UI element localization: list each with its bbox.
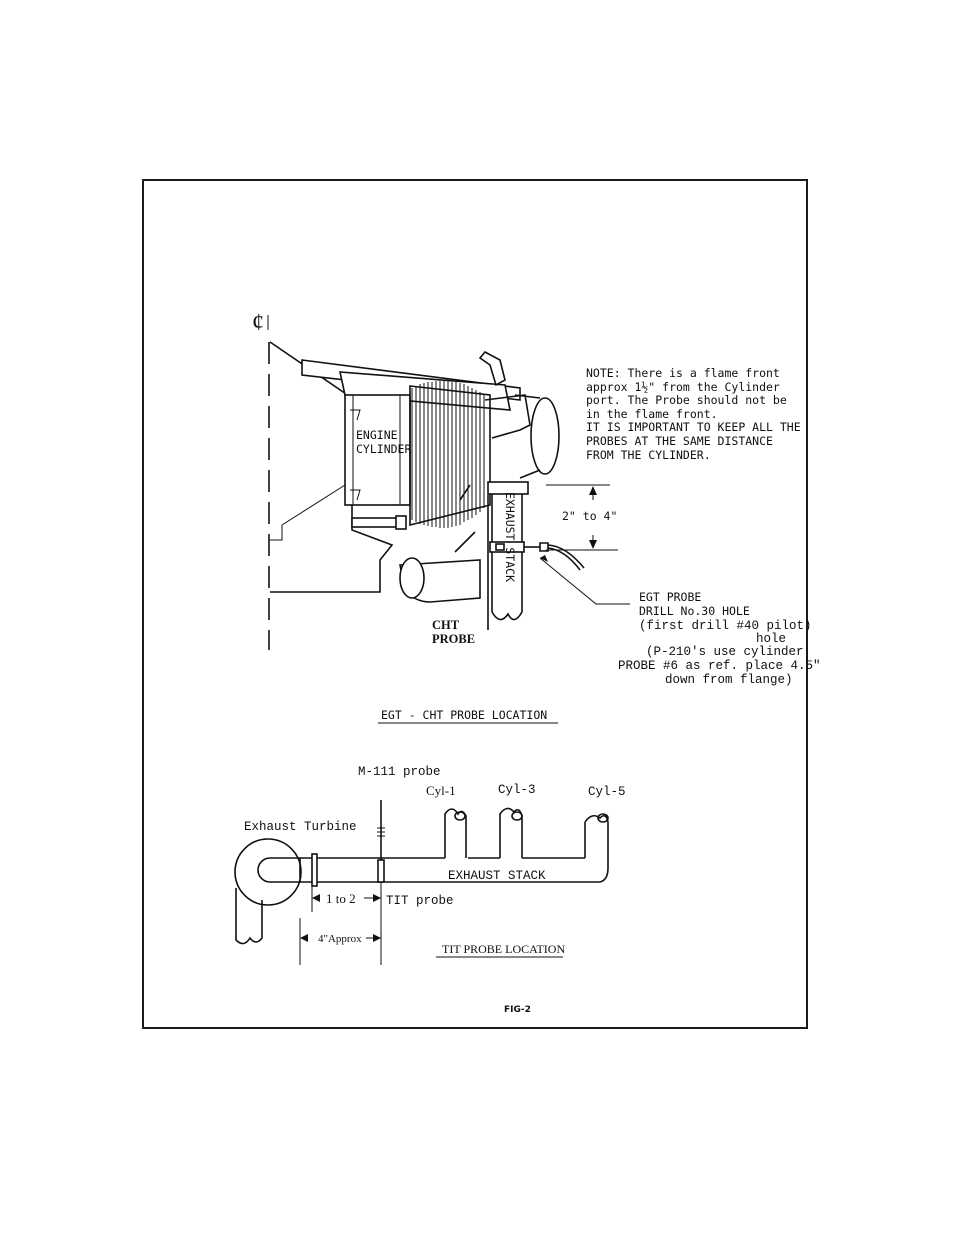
dim-small-label: 1 to 2 xyxy=(326,891,356,906)
exhaust-stack-label: EXHAUST STACK xyxy=(503,492,517,582)
note-line-4: in the flame front. xyxy=(586,407,718,421)
cyl-5-label: Cyl-5 xyxy=(588,785,626,799)
engine-label: ENGINE CYLINDER xyxy=(356,428,411,456)
engine-drawing: ¢ xyxy=(252,310,560,650)
egt-line-1: EGT PROBE xyxy=(639,590,701,604)
figure-label: FIG-2 xyxy=(504,1005,531,1015)
egt-line-7: down from flange) xyxy=(665,673,793,687)
figure-frame xyxy=(142,179,808,1029)
tit-caption: TIT PROBE LOCATION xyxy=(442,942,565,956)
cyl-3-label: Cyl-3 xyxy=(498,783,536,797)
egt-line-3: (first drill #40 pilot) xyxy=(639,619,812,633)
note-block: NOTE: There is a flame front approx 1½" … xyxy=(586,366,801,462)
top-caption: EGT - CHT PROBE LOCATION xyxy=(378,708,558,724)
egt-probe xyxy=(524,542,630,605)
dim-large-label: 4"Approx xyxy=(318,933,362,945)
cht-label-line-2: PROBE xyxy=(432,632,475,646)
turbine-label: Exhaust Turbine xyxy=(244,820,357,834)
egt-text-block: EGT PROBE DRILL No.30 HOLE (first drill … xyxy=(618,590,821,687)
dimension-2-to-4: 2" to 4" xyxy=(546,484,618,551)
note-line-1: NOTE: There is a flame front xyxy=(586,366,780,380)
note-line-6: PROBES AT THE SAME DISTANCE xyxy=(586,434,773,448)
egt-cht-caption: EGT - CHT PROBE LOCATION xyxy=(381,708,547,722)
cht-probe: CHT PROBE xyxy=(432,495,489,646)
engine-label-line-1: ENGINE xyxy=(356,428,398,442)
engine-label-line-2: CYLINDER xyxy=(356,442,411,456)
turbine-drawing xyxy=(234,800,609,945)
egt-line-6: PROBE #6 as ref. place 4.5" xyxy=(618,659,821,673)
note-line-5: IT IS IMPORTANT TO KEEP ALL THE xyxy=(586,420,801,434)
egt-line-4: hole xyxy=(756,632,786,646)
note-line-7: FROM THE CYLINDER. xyxy=(586,448,711,462)
exhaust-stack-horizontal: EXHAUST STACK xyxy=(448,869,546,883)
egt-line-5: (P-210's use cylinder xyxy=(646,645,804,659)
cyl-1-label: Cyl-1 xyxy=(426,783,456,798)
tit-dimensions xyxy=(299,882,382,965)
tit-probe-label: TIT probe xyxy=(386,894,454,908)
cht-label-line-1: CHT xyxy=(432,618,460,632)
tit-labels: M-111 probe Cyl-1 Cyl-3 Cyl-5 Exhaust Tu… xyxy=(244,765,626,958)
egt-line-2: DRILL No.30 HOLE xyxy=(639,604,750,618)
note-line-2: approx 1½" from the Cylinder xyxy=(586,380,780,394)
m111-label: M-111 probe xyxy=(358,765,441,779)
centerline-symbol: ¢ xyxy=(252,310,264,336)
dimension-text: 2" to 4" xyxy=(562,509,617,523)
exhaust-stack: EXHAUST STACK xyxy=(489,492,525,621)
note-line-3: port. The Probe should not be xyxy=(586,393,787,407)
